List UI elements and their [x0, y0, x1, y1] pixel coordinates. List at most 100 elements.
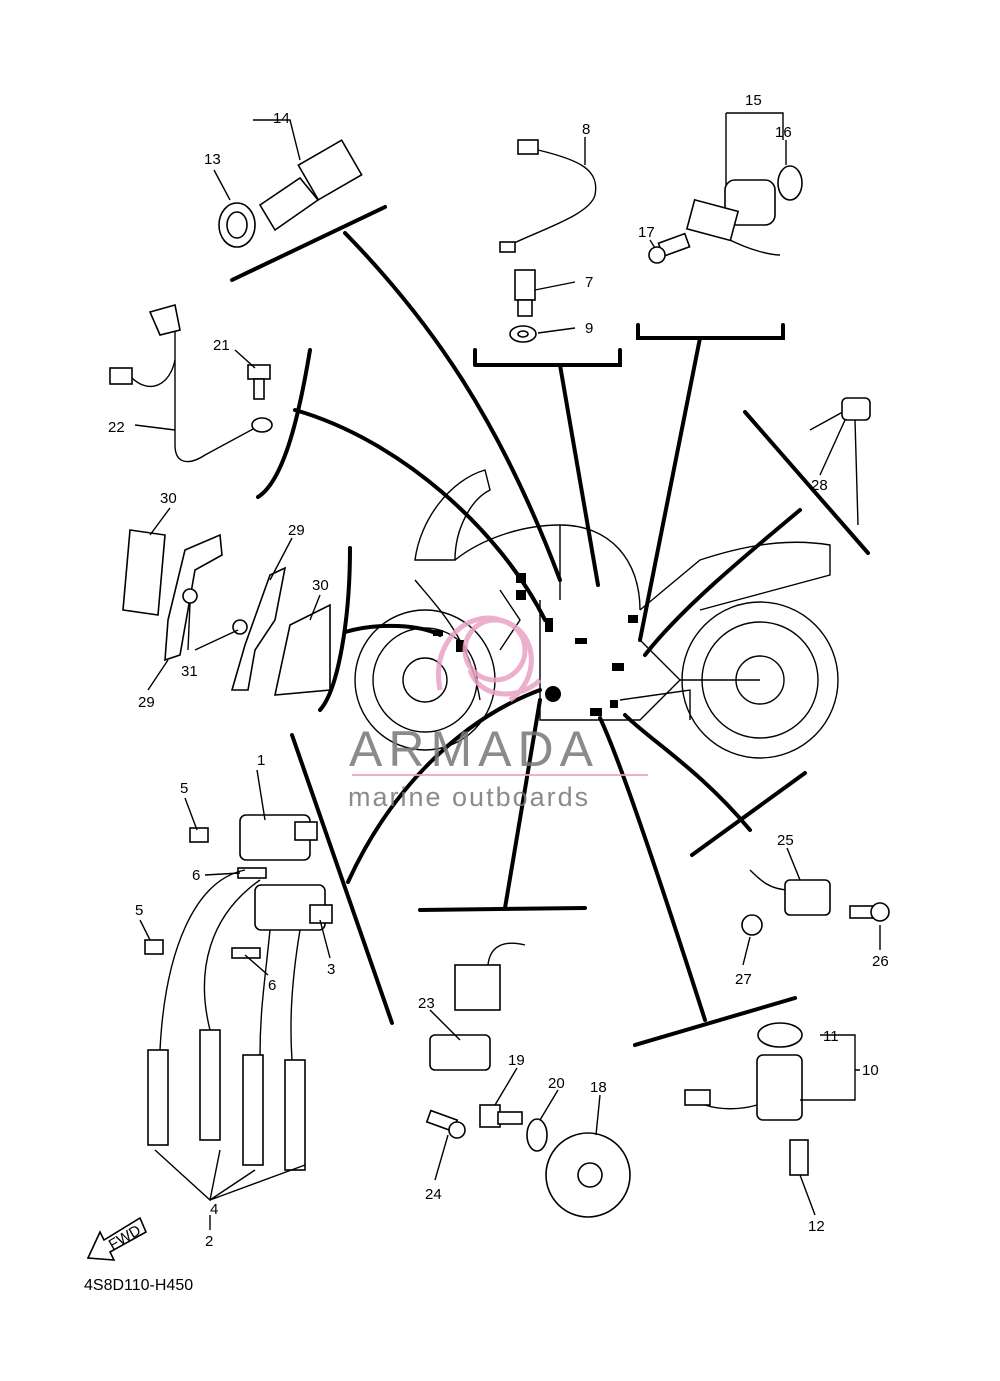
part-23-crank-sensor [429, 942, 526, 1071]
callout-line-18 [595, 1094, 601, 1136]
callout-line-17 [649, 239, 656, 249]
callout-10: 10 [862, 1062, 879, 1079]
part-8-wire-lead [499, 139, 597, 253]
part-21-bolt [247, 364, 271, 400]
callout-9: 9 [585, 320, 593, 337]
callout-line-25 [786, 847, 801, 881]
leader-10-12 [598, 716, 707, 1022]
leader-18-24 [503, 698, 542, 910]
callout-28: 28 [811, 477, 828, 494]
part-7-switch [514, 269, 536, 317]
callout-13: 13 [204, 151, 221, 168]
callout-line-5a [184, 797, 198, 831]
part-29-bracket [164, 533, 287, 691]
callout-line-30a [149, 507, 171, 536]
bracket-13-14 [230, 205, 387, 282]
leader-29-31 [343, 623, 442, 637]
callout-line-13 [213, 169, 231, 201]
part-16-o-ring [777, 165, 803, 201]
callout-line-3 [319, 919, 331, 959]
callout-24: 24 [425, 1186, 442, 1203]
fwd-arrow-icon: FWD [86, 1216, 148, 1261]
bracket-29-31 [318, 546, 352, 712]
callout-15: 15 [745, 92, 762, 109]
part-20-washer [526, 1118, 548, 1152]
callout-line-22 [134, 424, 176, 431]
callout-30a: 30 [160, 490, 177, 507]
leader-7-9 [558, 363, 600, 587]
callout-line-6a [204, 872, 241, 876]
callout-7: 7 [585, 274, 593, 291]
callout-5b: 5 [135, 902, 143, 919]
callout-line-5b [139, 919, 151, 941]
callout-3: 3 [327, 961, 335, 978]
callout-21: 21 [213, 337, 230, 354]
leader-28 [643, 508, 802, 657]
part-19-bolt [479, 1104, 523, 1128]
part-15-speed-sensor [685, 179, 781, 256]
part-17-bolt [648, 232, 691, 264]
callout-line-1 [256, 769, 266, 821]
callout-4: 4 [210, 1201, 218, 1218]
leader-1-6 [346, 688, 542, 884]
callout-17: 17 [638, 224, 655, 241]
part-11-o-ring [757, 1022, 803, 1048]
bracket-7-9 [473, 348, 622, 367]
diagram-code: 4S8D110-H450 [84, 1277, 193, 1294]
armada-logo-icon [436, 615, 542, 703]
callout-26: 26 [872, 953, 889, 970]
callout-line-12 [799, 1174, 816, 1216]
part-31-nut [182, 588, 248, 635]
watermark-brand: ARMADA [349, 721, 599, 777]
part-28-sidestand-switch [809, 397, 871, 526]
callout-line-14 [253, 119, 301, 161]
part-14-temperature-sensor [258, 139, 363, 232]
callout-line-29a [269, 537, 293, 581]
part-25-sensor [749, 869, 831, 916]
callout-31: 31 [181, 663, 198, 680]
callout-line-7 [534, 281, 576, 291]
bracket-1-6 [290, 733, 394, 1025]
callout-8: 8 [582, 121, 590, 138]
part-26-bolt [849, 902, 890, 922]
callout-line-31 [187, 602, 239, 651]
callout-line-21 [234, 349, 256, 369]
callout-line-9 [537, 327, 576, 334]
part-4-plug-caps [147, 869, 306, 1171]
callout-25: 25 [777, 832, 794, 849]
callout-29a: 29 [288, 522, 305, 539]
leader-13-14 [343, 231, 562, 582]
callout-20: 20 [548, 1075, 565, 1092]
bracket-25-27 [690, 771, 807, 857]
callout-22: 22 [108, 419, 125, 436]
callout-1: 1 [257, 752, 265, 769]
part-24-bolt [425, 1109, 466, 1139]
callout-12: 12 [808, 1218, 825, 1235]
callout-18: 18 [590, 1079, 607, 1096]
part-18-rotor [545, 1132, 631, 1218]
bracket-10-12 [633, 996, 797, 1047]
callout-30b: 30 [312, 577, 329, 594]
callout-line-24 [434, 1134, 449, 1181]
callout-2: 2 [205, 1233, 213, 1250]
callout-line-19 [494, 1067, 518, 1106]
part-12-bolt [789, 1139, 809, 1176]
part-5-bolt [144, 827, 209, 955]
callout-6b: 6 [268, 977, 276, 994]
part-27-nut [741, 914, 763, 936]
callout-line-30b [309, 594, 321, 621]
callout-line-6b [244, 954, 269, 976]
callout-27: 27 [735, 971, 752, 988]
callout-23: 23 [418, 995, 435, 1012]
motorcycle-illustration [354, 469, 839, 759]
callout-line-20 [539, 1089, 559, 1121]
callout-line-29b [147, 659, 169, 691]
bracket-21-22 [256, 348, 312, 499]
callout-11: 11 [823, 1028, 839, 1045]
part-30-reflector-right [273, 603, 331, 696]
bracket-28 [743, 410, 870, 555]
bracket-18-24 [418, 906, 587, 912]
callout-19: 19 [508, 1052, 525, 1069]
bracket-15-17 [636, 323, 785, 340]
